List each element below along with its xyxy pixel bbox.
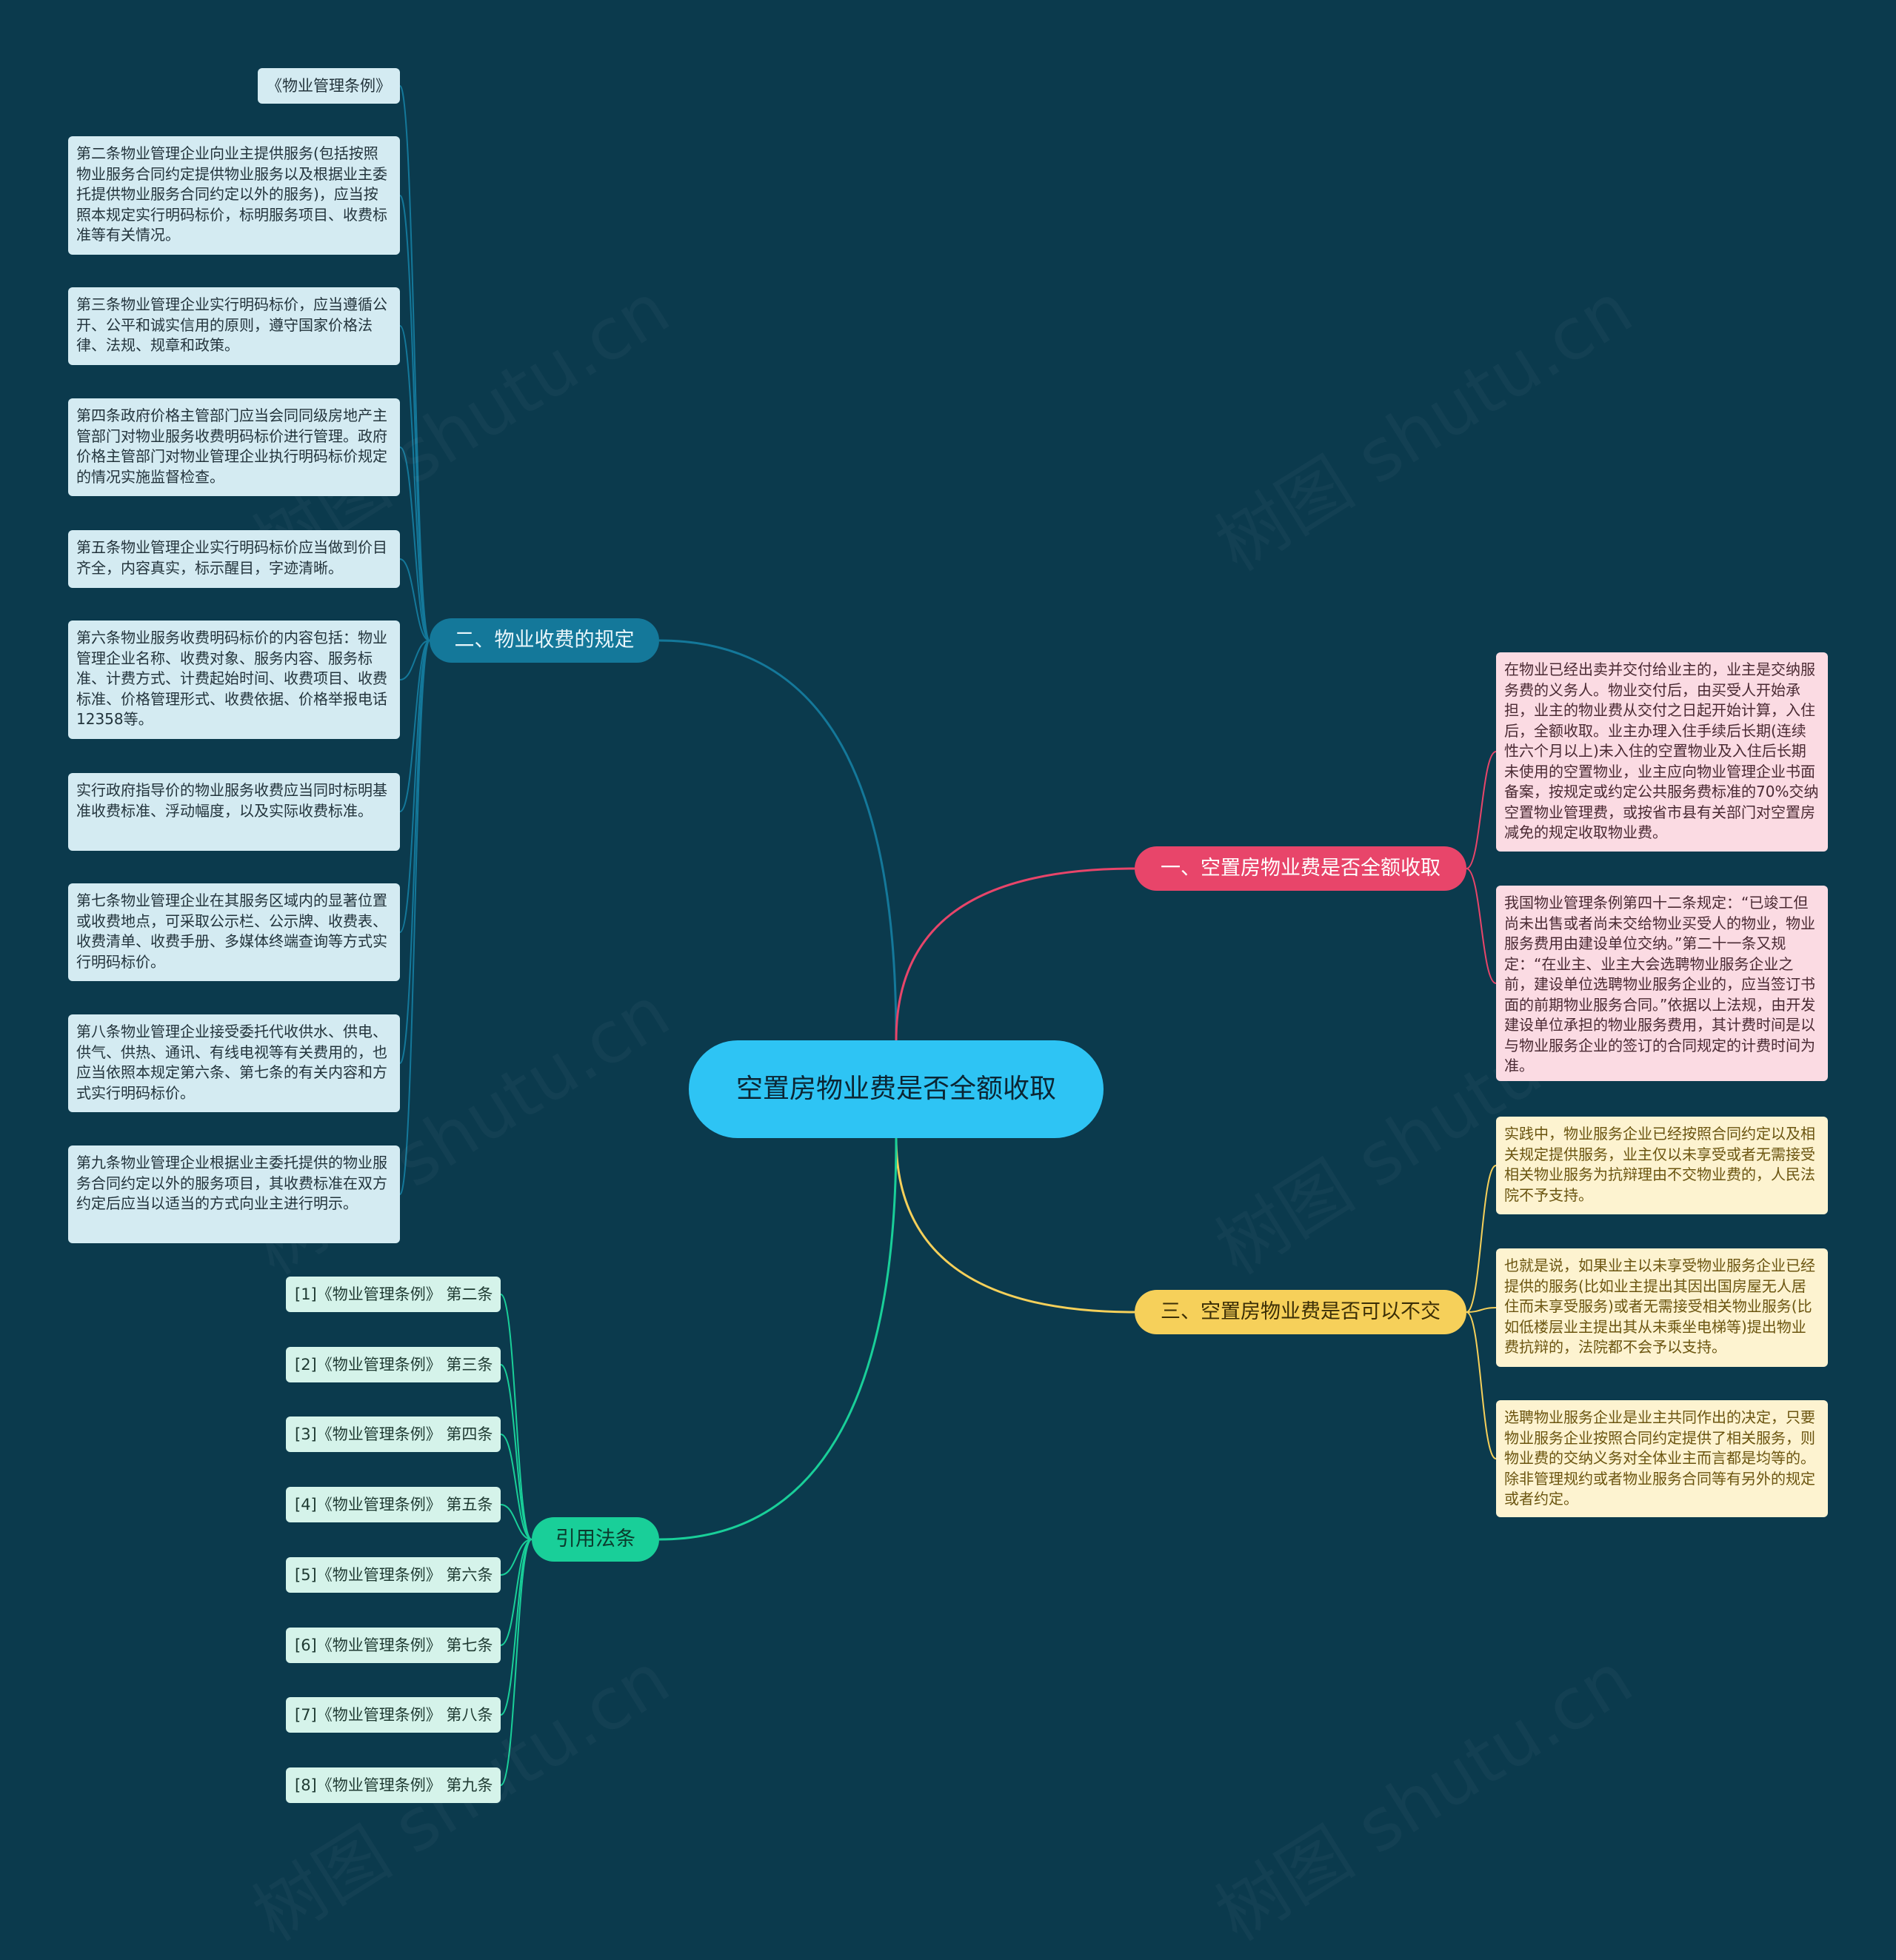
citation-item[interactable]: [1]《物业管理条例》 第二条 [286,1277,501,1312]
root-topic-label: 空置房物业费是否全额收取 [735,1074,1056,1104]
link-citation-item [500,1539,533,1716]
rules-item[interactable]: 第三条物业管理企业实行明码标价，应当遵循公开、公平和诚实信用的原则，遵守国家价格… [68,287,400,365]
link-citation-item [500,1434,533,1540]
citation-item[interactable]: [7]《物业管理条例》 第八条 [286,1697,501,1733]
full-charge-item[interactable]: 我国物业管理条例第四十二条规定：“已竣工但尚未出售或者尚未交给物业买受人的物业，… [1496,886,1828,1081]
link-root-full [895,867,1135,1041]
rules-item[interactable]: 第七条物业管理企业在其服务区域内的显著位置或收费地点，可采取公示栏、公示牌、收费… [68,883,400,981]
rules-item[interactable]: 第六条物业服务收费明码标价的内容包括：物业管理企业名称、收费对象、服务内容、服务… [68,621,400,739]
link-citation-item [500,1539,533,1646]
rules-item[interactable]: 第五条物业管理企业实行明码标价应当做到价目齐全，内容真实，标示醒目，字迹清晰。 [68,530,400,588]
root-topic[interactable]: 空置房物业费是否全额收取 [689,1040,1104,1138]
link-root-rules [658,639,898,1041]
link-rules-item [399,640,430,933]
link-rules-item [399,640,430,812]
rules-item[interactable]: 实行政府指导价的物业服务收费应当同时标明基准收费标准、浮动幅度，以及实际收费标准… [68,773,400,851]
link-full-item [1466,868,1497,984]
branch-full-charge[interactable]: 一、空置房物业费是否全额收取 [1135,846,1466,891]
citation-item[interactable]: [6]《物业管理条例》 第七条 [286,1628,501,1663]
connector-lines [399,85,1497,1786]
rules-item[interactable]: 第九条物业管理企业根据业主委托提供的物业服务合同约定以外的服务项目，其收费标准在… [68,1145,400,1243]
branch-citations[interactable]: 引用法条 [532,1517,659,1562]
link-rules-item [399,640,430,1195]
link-rules-item [399,640,430,680]
link-refuse-item [1466,1311,1497,1459]
can-refuse-item[interactable]: 也就是说，如果业主以未享受物业服务企业已经提供的服务(比如业主提出其因出国房屋无… [1496,1248,1828,1367]
link-citation-item [500,1539,533,1786]
can-refuse-item[interactable]: 选聘物业服务企业是业主共同作出的决定，只要物业服务企业按照合同约定提供了相关服务… [1496,1400,1828,1517]
link-refuse-item [1466,1307,1497,1313]
rules-item[interactable]: 第四条政府价格主管部门应当会同同级房地产主管部门对物业服务收费明码标价进行管理。… [68,398,400,496]
link-rules-item [399,640,430,1064]
full-charge-item[interactable]: 在物业已经出卖并交付给业主的，业主是交纳服务费的义务人。物业交付后，由买受人开始… [1496,652,1828,852]
citation-item[interactable]: [2]《物业管理条例》 第三条 [286,1347,501,1382]
citation-item[interactable]: [8]《物业管理条例》 第九条 [286,1767,501,1803]
link-citation-item [500,1364,533,1540]
rules-item[interactable]: 第八条物业管理企业接受委托代收供水、供电、供气、供热、通讯、有线电视等有关费用的… [68,1014,400,1112]
link-citation-item [500,1539,533,1576]
citation-item[interactable]: [4]《物业管理条例》 第五条 [286,1487,501,1522]
link-root-citations [658,1137,898,1541]
branch-can-refuse[interactable]: 三、空置房物业费是否可以不交 [1135,1290,1466,1334]
link-rules-item [399,195,430,641]
can-refuse-item[interactable]: 实践中，物业服务企业已经按照合同约定以及相关规定提供服务，业主仅以未享受或者无需… [1496,1117,1828,1214]
link-full-item [1466,751,1497,869]
link-citation-item [500,1504,533,1540]
link-root-refuse [895,1137,1135,1314]
link-rules-item [399,446,430,641]
citation-item[interactable]: [5]《物业管理条例》 第六条 [286,1557,501,1593]
link-citation-item [500,1294,533,1540]
link-rules-item [399,558,430,641]
branch-fee-rules[interactable]: 二、物业收费的规定 [430,618,659,663]
link-rules-item [399,85,430,641]
mindmap-canvas: 树图 shutu.cn 树图 shutu.cn 树图 shutu.cn 树图 s… [68,68,1828,1803]
citation-item[interactable]: [3]《物业管理条例》 第四条 [286,1417,501,1452]
rules-item[interactable]: 《物业管理条例》 [258,68,400,104]
link-rules-item [399,325,430,641]
link-refuse-item [1466,1165,1497,1313]
rules-item[interactable]: 第二条物业管理企业向业主提供服务(包括按照物业服务合同约定提供物业服务以及根据业… [68,136,400,255]
